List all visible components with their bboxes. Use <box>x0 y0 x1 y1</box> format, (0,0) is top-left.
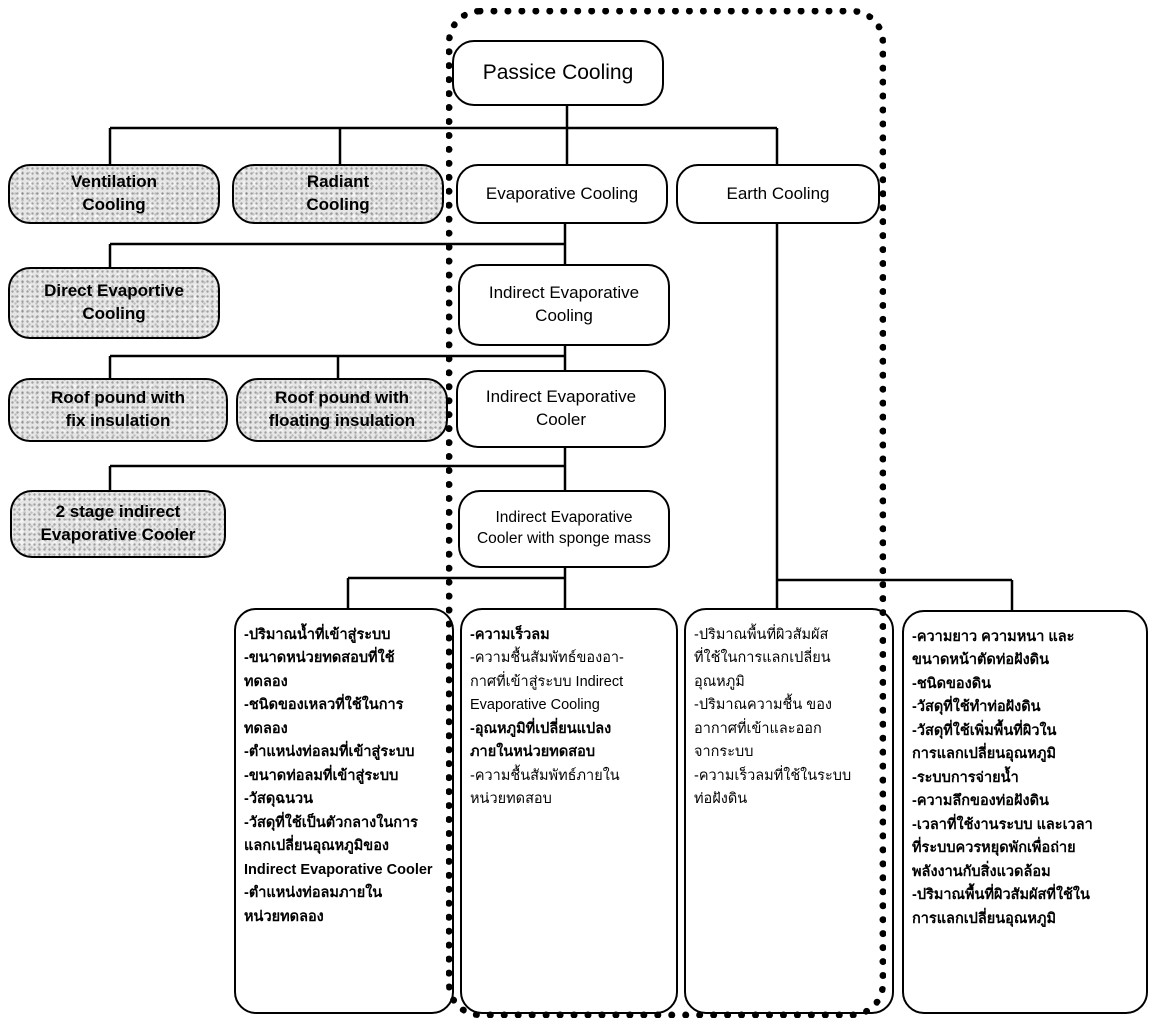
node-label-line: Evaporative Cooler <box>40 525 196 544</box>
root-node-label: Passice Cooling <box>482 60 634 84</box>
node-label-line: Indirect Evaporative <box>485 387 637 407</box>
node-label-line: Roof pound with <box>50 388 186 408</box>
node-label-line: Direct Evaportive <box>44 281 184 301</box>
node-label-line: Cooling <box>535 306 593 325</box>
list-item: -ปริมาณน้ำที่เข้าสู่ระบบ <box>244 627 391 643</box>
node-label-line: fix insulation <box>65 411 171 430</box>
list-item: -วัสดุฉนวน <box>244 791 314 808</box>
node-ventilation-cooling: Ventilation Cooling <box>8 164 220 224</box>
root-node-passive-cooling: Passice Cooling <box>452 40 664 106</box>
list-item: -ความลึกของท่อฝังดิน <box>912 793 1049 810</box>
node-indirect-evaporative-cooler-sponge: Indirect Evaporative Cooler with sponge … <box>458 490 670 568</box>
node-label-line: 2 stage indirect <box>55 502 181 522</box>
parameter-list-sponge-b: -ความเร็วลม -ความชื้นสัมพัทธ์ของอา- กาศท… <box>460 608 678 1014</box>
list-item: -ชนิดของดิน <box>912 675 992 692</box>
node-indirect-evaporative-cooler: Indirect Evaporative Cooler <box>456 370 666 448</box>
node-roof-pond-fix-insulation: Roof pound with fix insulation <box>8 378 228 442</box>
list-item: -ความชื้นสัมพัทธ์ของอา- กาศที่เข้าสู่ระบ… <box>470 650 624 714</box>
node-two-stage-indirect-evaporative-cooler: 2 stage indirect Evaporative Cooler <box>10 490 226 558</box>
node-earth-cooling: Earth Cooling <box>676 164 880 224</box>
node-label-line: Earth Cooling <box>726 183 830 203</box>
node-label-line: Cooler <box>535 410 587 429</box>
list-item: -ขนาดท่อลมที่เข้าสู่ระบบ <box>244 767 399 784</box>
list-item: -ชนิดของเหลวที่ใช้ในการ ทดลอง <box>244 697 404 737</box>
list-item: -ปริมาณพื้นที่ผิวสัมผัส ที่ใช้ในการแลกเป… <box>694 627 831 690</box>
parameter-list-earth-b: -ความยาว ความหนา และ ขนาดหน้าตัดท่อฝังดิ… <box>902 610 1148 1014</box>
list-item: -ขนาดหน่วยทดสอบที่ใช้ ทดลอง <box>244 650 395 690</box>
node-label-line: Roof pound with <box>274 388 410 408</box>
node-label-line: Indirect Evaporative <box>495 509 633 527</box>
list-item: -ความเร็วลม <box>470 627 550 643</box>
list-item: -ตำแหน่งท่อลมที่เข้าสู่ระบบ <box>244 744 415 761</box>
node-label-line: Cooling <box>82 195 146 214</box>
node-label-line: Ventilation <box>71 172 157 192</box>
list-item: -ความยาว ความหนา และ ขนาดหน้าตัดท่อฝังดิ… <box>912 629 1075 669</box>
node-label-line: Indirect Evaporative <box>488 283 640 303</box>
node-evaporative-cooling: Evaporative Cooling <box>456 164 668 224</box>
node-label-line: Evaporative Cooling <box>485 183 639 203</box>
list-item: -ความเร็วลมที่ใช้ในระบบ ท่อฝังดิน <box>694 767 852 808</box>
list-item: -วัสดุที่ใช้เป็นตัวกลางในการ แลกเปลี่ยนอ… <box>244 814 433 878</box>
list-item: -ปริมาณพื้นที่ผิวสัมผัสที่ใช้ใน การแลกเป… <box>912 887 1090 927</box>
list-item: -วัสดุที่ใช้ทำท่อฝังดิน <box>912 699 1041 716</box>
list-item: -ปริมาณความชื้น ของ อากาศที่เข้าและออก จ… <box>694 697 832 761</box>
list-item: -ความชื้นสัมพัทธ์ภายใน หน่วยทดสอบ <box>470 767 620 808</box>
list-item: -วัสดุที่ใช้เพิ่มพื้นที่ผิวใน การแลกเปลี… <box>912 722 1057 763</box>
list-item: -เวลาที่ใช้งานระบบ และเวลา ที่ระบบควรหยุ… <box>912 816 1093 880</box>
node-indirect-evaporative-cooling: Indirect Evaporative Cooling <box>458 264 670 346</box>
list-item: -ตำแหน่งท่อลมภายใน หน่วยทดลอง <box>244 885 383 925</box>
node-label-line: floating insulation <box>268 411 416 430</box>
node-label-line: Cooling <box>306 195 370 214</box>
node-label-line: Cooler with sponge mass <box>476 530 652 547</box>
node-direct-evaporative-cooling: Direct Evaportive Cooling <box>8 267 220 339</box>
list-item: -ระบบการจ่ายน้ำ <box>912 769 1019 786</box>
node-radiant-cooling: Radiant Cooling <box>232 164 444 224</box>
parameter-list-sponge-a: -ปริมาณน้ำที่เข้าสู่ระบบ -ขนาดหน่วยทดสอบ… <box>234 608 454 1014</box>
node-roof-pond-floating-insulation: Roof pound with floating insulation <box>236 378 448 442</box>
parameter-list-earth-a: -ปริมาณพื้นที่ผิวสัมผัส ที่ใช้ในการแลกเป… <box>684 608 894 1014</box>
list-item: -อุณหภูมิที่เปลี่ยนแปลง ภายในหน่วยทดสอบ <box>470 720 612 761</box>
node-label-line: Radiant <box>306 172 370 192</box>
node-label-line: Cooling <box>82 304 146 323</box>
